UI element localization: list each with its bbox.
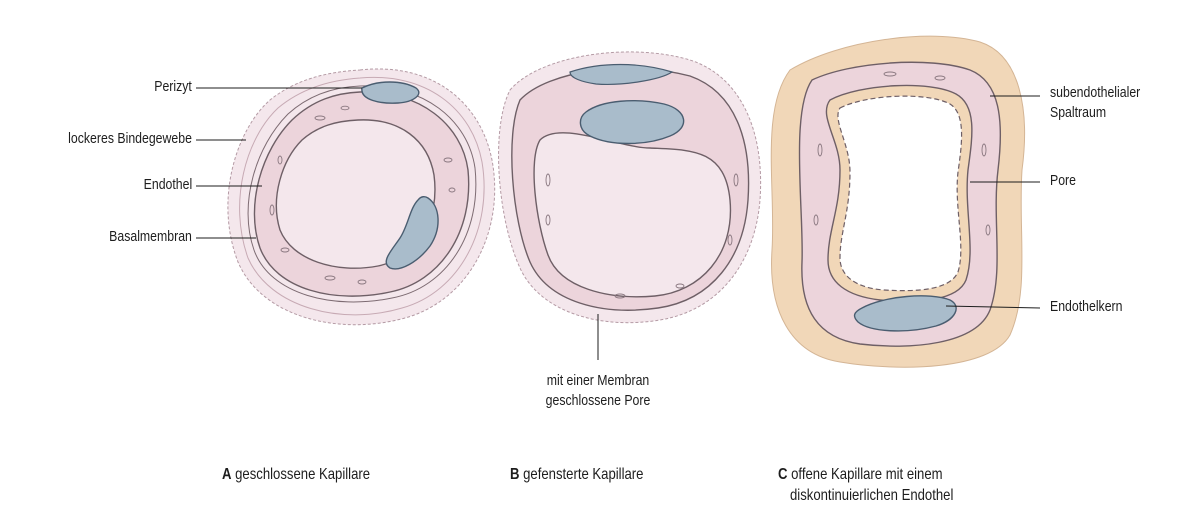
label-lockeres-bindegewebe: lockeres Bindegewebe [68, 130, 192, 147]
label-endothel: Endothel [143, 176, 192, 193]
label-endothelkern: Endothelkern [1050, 298, 1122, 315]
caption-b-text: gefensterte Kapillare [523, 466, 643, 483]
label-membran-pore-line2: geschlossene Pore [516, 392, 680, 409]
caption-a-text: geschlossene Kapillare [235, 466, 370, 483]
capillary-a-pericyte-nucleus [362, 82, 419, 103]
caption-c: C offene Kapillare mit einem [778, 466, 943, 484]
caption-b-letter: B [510, 466, 519, 483]
caption-c-letter: C [778, 466, 787, 483]
capillary-b [499, 52, 761, 360]
label-subendothelial-line2: Spaltraum [1050, 104, 1106, 121]
label-perizyt: Perizyt [154, 78, 192, 95]
caption-c-line2: diskontinuierlichen Endothel [790, 487, 953, 505]
label-pore: Pore [1050, 172, 1076, 189]
caption-c-text-line1: offene Kapillare mit einem [791, 466, 942, 483]
capillary-c [771, 36, 1024, 367]
caption-c-text-line2: diskontinuierlichen Endothel [790, 487, 953, 504]
capillary-b-nucleus [580, 101, 683, 144]
caption-a: A geschlossene Kapillare [222, 466, 370, 484]
caption-a-letter: A [222, 466, 231, 483]
caption-b: B gefensterte Kapillare [510, 466, 643, 484]
capillary-a [228, 69, 495, 325]
label-basalmembran: Basalmembran [109, 228, 192, 245]
label-membran-pore-line1: mit einer Membran [516, 372, 680, 389]
label-subendothelial-line1: subendothelialer [1050, 84, 1140, 101]
